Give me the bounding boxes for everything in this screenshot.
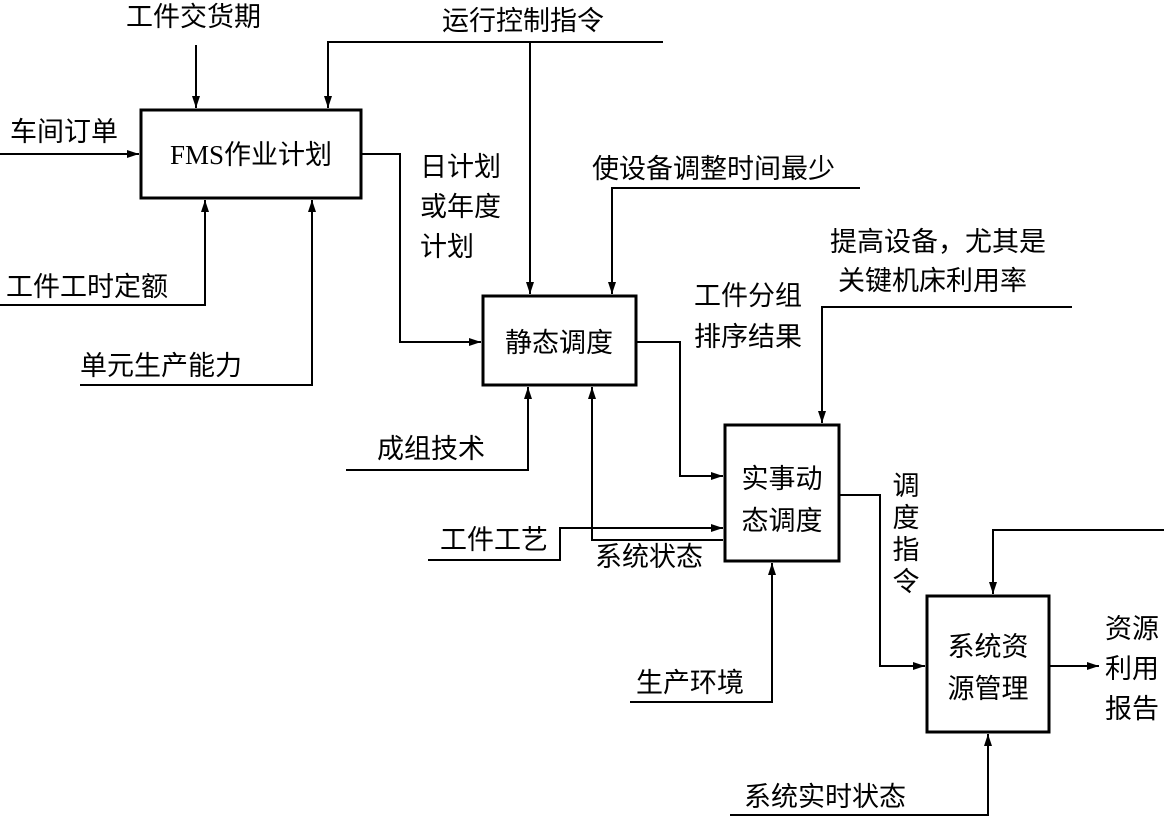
label-report-1: 资源 [1105, 614, 1159, 645]
fms-plan-label-suffix: 作业计划 [224, 140, 332, 171]
label-improve-2: 关键机床利用率 [838, 266, 1027, 297]
resource-management-label-2: 源管理 [948, 674, 1029, 705]
label-realtime-status: 系统实时状态 [744, 782, 906, 813]
arrow-process [428, 524, 723, 561]
realtime-scheduling-label-1: 实事动 [742, 464, 823, 495]
label-min-adjust: 使设备调整时间最少 [592, 154, 835, 185]
arrow-min-adjust [608, 187, 860, 294]
fms-plan-label: FMS作业计划 [170, 140, 332, 171]
label-group-result-2: 排序结果 [694, 322, 802, 353]
label-group-tech: 成组技术 [377, 434, 485, 465]
fms-plan-box [139, 108, 363, 200]
label-dispatch-cmd-2: 度 [893, 503, 920, 534]
label-improve-1: 提高设备，尤其是 [830, 227, 1046, 258]
arrow-dispatch-command [839, 494, 925, 670]
label-plan-2: 或年度 [420, 192, 501, 223]
arrow-run-control-fms [324, 41, 663, 108]
realtime-scheduling-box [723, 423, 841, 563]
arrow-static-to-realtime [636, 341, 723, 480]
label-dispatch-cmd-1: 调 [893, 471, 920, 502]
arrow-system-status [588, 387, 723, 541]
label-dispatch-cmd-3: 指 [893, 535, 920, 566]
resource-management-label-1: 系统资 [948, 632, 1029, 663]
label-report-2: 利用 [1105, 654, 1159, 685]
label-production-env: 生产环境 [636, 668, 744, 699]
label-system-status: 系统状态 [595, 542, 703, 573]
label-dispatch-cmd-4: 令 [893, 567, 920, 598]
label-report-3: 报告 [1105, 694, 1159, 725]
label-run-control: 运行控制指令 [442, 6, 604, 37]
arrow-resource-feedback [989, 529, 1164, 594]
label-delivery: 工件交货期 [126, 2, 261, 33]
arrow-production-env [630, 563, 776, 703]
label-plan-3: 计划 [420, 232, 474, 263]
label-workshop-order: 车间订单 [10, 117, 118, 148]
arrow-group-tech [346, 387, 532, 471]
resource-management-box [925, 594, 1051, 734]
label-work-hours: 工件工时定额 [6, 272, 168, 303]
static-scheduling-label: 静态调度 [505, 328, 613, 359]
arrow-realtime-status [730, 734, 992, 816]
label-unit-capacity: 单元生产能力 [80, 351, 242, 382]
fms-plan-label-prefix: FMS [170, 140, 224, 170]
static-scheduling-box [481, 294, 638, 387]
arrow-work-hours [0, 200, 209, 306]
label-group-result-1: 工件分组 [694, 281, 802, 312]
label-process: 工件工艺 [440, 525, 548, 556]
arrow-improve-utilization [818, 306, 1072, 423]
arrow-plan-to-static [361, 153, 481, 346]
label-plan-1: 日计划 [420, 152, 501, 183]
arrow-unit-capacity [80, 200, 316, 386]
realtime-scheduling-label-2: 态调度 [742, 506, 823, 537]
